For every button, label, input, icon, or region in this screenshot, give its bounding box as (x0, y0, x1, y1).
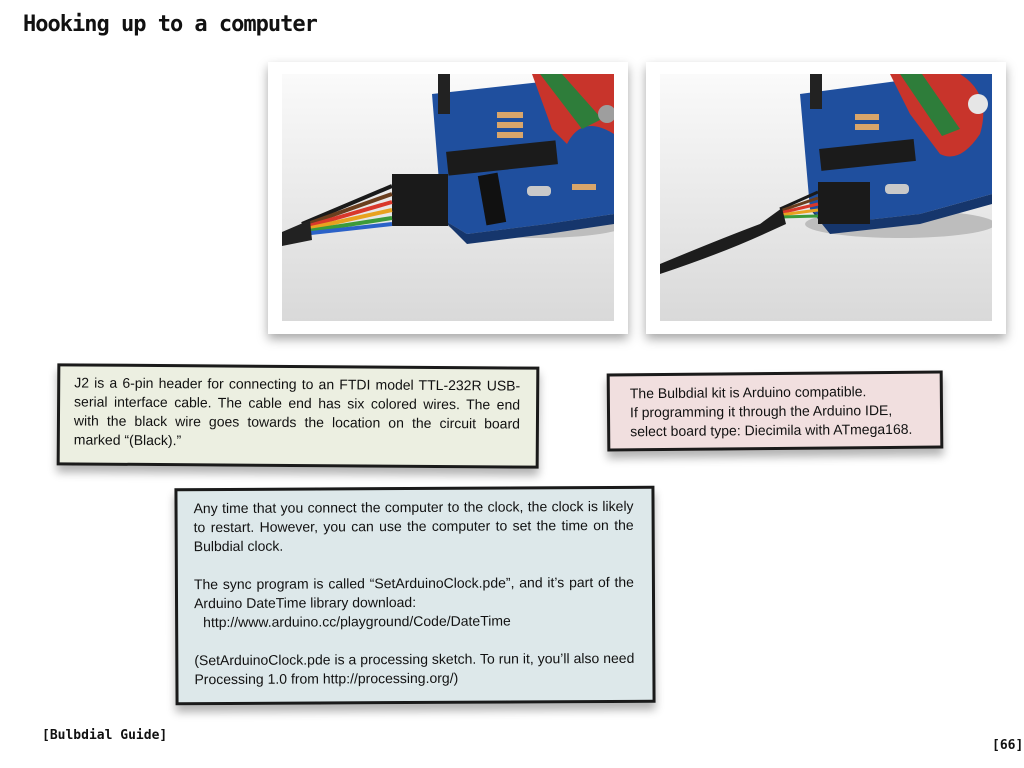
note-arduino-line3: select board type: Diecimila with ATmega… (630, 420, 913, 440)
note-j2-text: J2 is a 6-pin header for connecting to a… (73, 374, 521, 449)
note-j2-header: J2 is a 6-pin header for connecting to a… (56, 363, 540, 469)
note-arduino-line2: If programming it through the Arduino ID… (629, 401, 893, 421)
footer-guide-label: [Bulbdial Guide] (42, 728, 168, 743)
note-arduino-compatible: The Bulbdial kit is Arduino compatible. … (606, 370, 944, 452)
photo-cable-unplugged (268, 62, 628, 334)
note-processing: (SetArduinoClock.pde is a processing ske… (194, 649, 635, 688)
page-title: Hooking up to a computer (23, 12, 318, 37)
note-sync-program: The sync program is called “SetArduinoCl… (193, 573, 634, 612)
note-computer-connection: Any time that you connect the computer t… (174, 485, 656, 706)
note-computer-restart: Any time that you connect the computer t… (193, 497, 634, 555)
datetime-url: http://www.arduino.cc/playground/Code/Da… (203, 612, 511, 631)
note-arduino-line1: The Bulbdial kit is Arduino compatible. (629, 383, 867, 402)
page-number: [66] (992, 738, 1024, 753)
photo-cable-plugged (646, 62, 1006, 334)
